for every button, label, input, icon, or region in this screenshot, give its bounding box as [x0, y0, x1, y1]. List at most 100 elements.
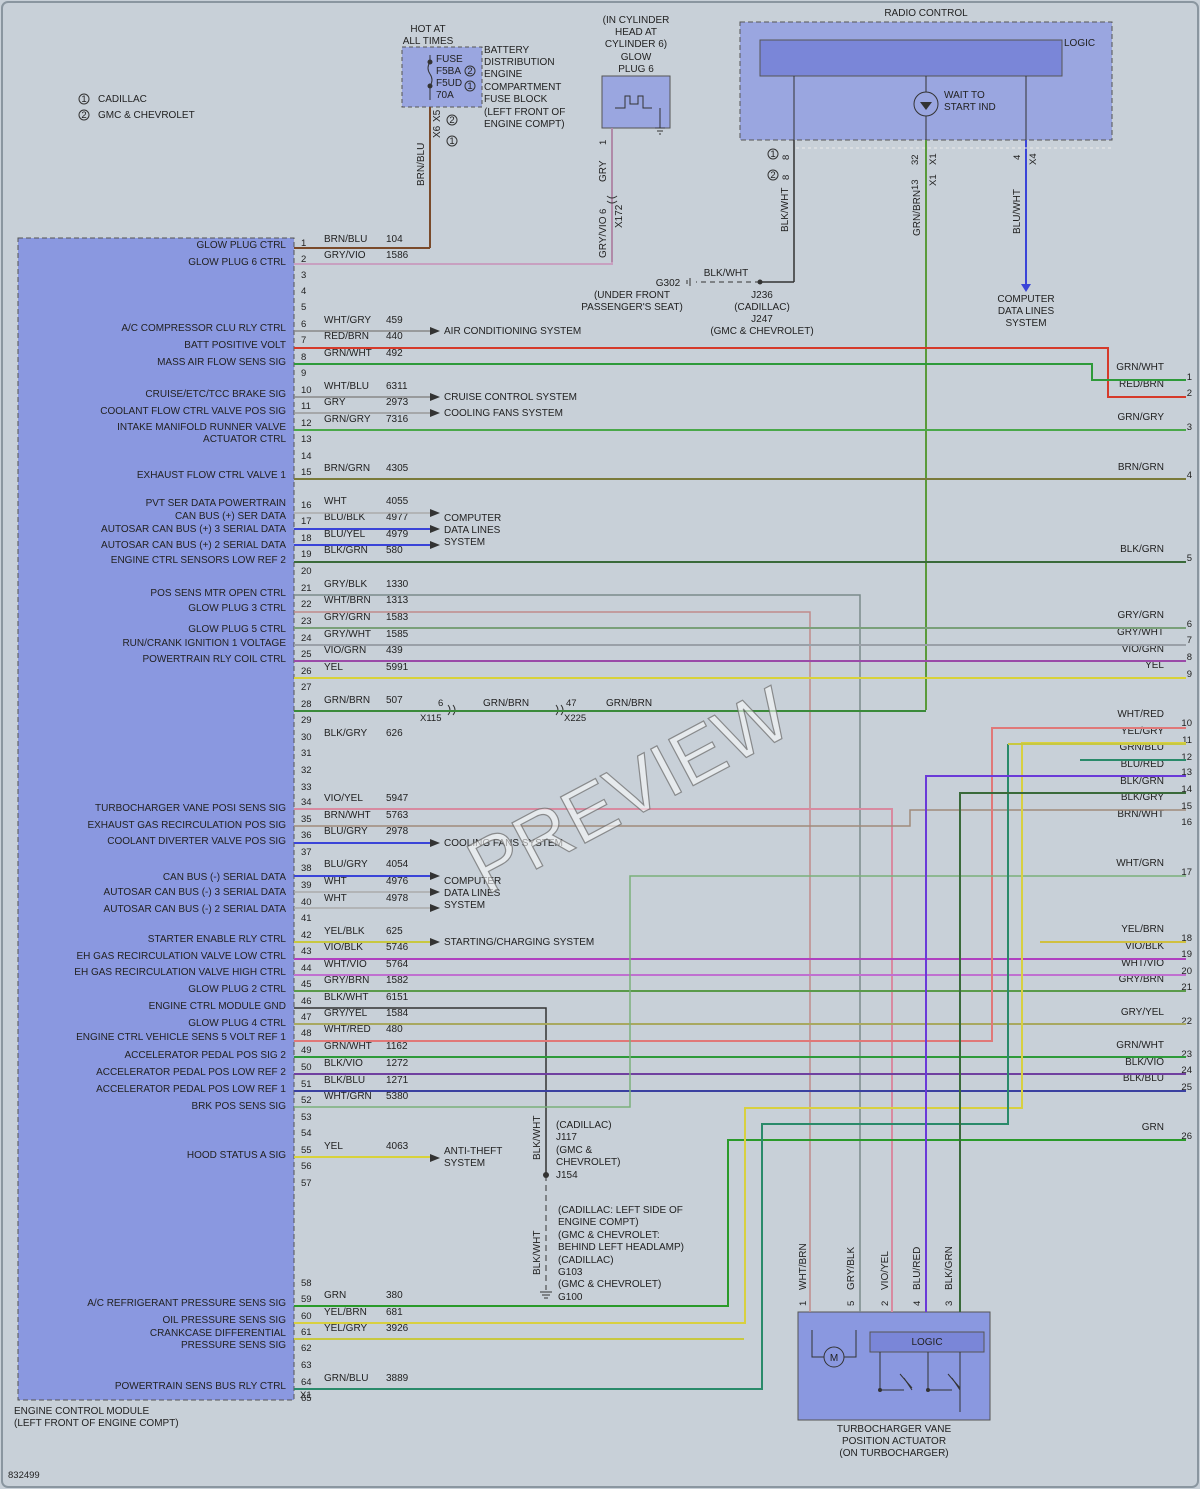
ecm-title-2: (LEFT FRONT OF ENGINE COMPT): [14, 1418, 179, 1429]
pin-circuit: 5947: [386, 793, 409, 804]
pin-number: 10: [301, 385, 312, 396]
g302-label-2: (UNDER FRONT: [594, 290, 670, 301]
pin-label: PVT SER DATA POWERTRAIN: [146, 498, 286, 509]
pin-label: COOLANT FLOW CTRL VALVE POS SIG: [100, 406, 286, 417]
pin-number: 42: [301, 930, 312, 941]
pin-wire-color: BLK/BLU: [324, 1075, 365, 1086]
pin-wire-color: WHT/VIO: [324, 959, 367, 970]
j117-wire: BLK/WHT: [532, 1116, 543, 1160]
pin-wire-color: WHT: [324, 876, 347, 887]
right-wire-label: GRY/BRN: [1119, 974, 1164, 985]
right-wire-num: 20: [1181, 966, 1192, 977]
right-wire-num: 22: [1181, 1016, 1192, 1027]
fuse-wire-label: BRN/BLU: [416, 143, 427, 186]
right-wire-label: WHT/RED: [1117, 709, 1164, 720]
pin-wire-color: WHT/RED: [324, 1024, 371, 1035]
pin-circuit: 5763: [386, 810, 409, 821]
pin-label: RUN/CRANK IGNITION 1 VOLTAGE: [122, 638, 286, 649]
g103-l6: G103: [558, 1267, 583, 1278]
ecm-pin-14: 14: [301, 451, 312, 462]
pin-label: A/C REFRIGERANT PRESSURE SENS SIG: [87, 1298, 286, 1309]
pin-number: 64: [301, 1377, 312, 1388]
pin-circuit: 626: [386, 728, 403, 739]
pin-number: 55: [301, 1145, 312, 1156]
pin-circuit: 7316: [386, 414, 409, 425]
radio-wire-bluwht: BLU/WHT: [1012, 189, 1023, 234]
right-wire-num: 14: [1181, 784, 1192, 795]
ground-g302: BLK/WHT G302 (UNDER FRONT PASSENGER'S SE…: [581, 268, 813, 337]
pin-wire-color: WHT: [324, 893, 347, 904]
pin-label: CRANKCASE DIFFERENTIAL: [150, 1328, 287, 1339]
pin-number: 27: [301, 682, 312, 693]
right-wire-num: 18: [1181, 933, 1192, 944]
pin-circuit: 2973: [386, 397, 409, 408]
pin-label: POS SENS MTR OPEN CTRL: [150, 588, 286, 599]
right-wire-label: RED/BRN: [1119, 379, 1164, 390]
pin-number: 14: [301, 451, 312, 462]
pin-circuit: 459: [386, 315, 403, 326]
right-wire-num: 4: [1187, 470, 1192, 481]
pin-number: 8: [301, 352, 306, 363]
pin-wire-color: GRY/VIO: [324, 250, 366, 261]
fuse-circ-2: 2: [467, 66, 472, 77]
pin-label: ACCELERATOR PEDAL POS LOW REF 2: [96, 1067, 286, 1078]
pin-number: 7: [301, 335, 306, 346]
fuse-desc-1: BATTERY: [484, 45, 530, 56]
pin-number: 1: [301, 238, 306, 249]
pin-circuit: 625: [386, 926, 403, 937]
ecm-pin-13: 13: [301, 434, 312, 445]
right-wire-num: 19: [1181, 949, 1192, 960]
ecm-conn: X1: [300, 1390, 312, 1401]
sys-comp2-3: SYSTEM: [444, 900, 485, 911]
pin-wire-color: GRY/WHT: [324, 629, 371, 640]
turbo-wire-label: VIO/YEL: [880, 1251, 891, 1290]
sys-comp1-1: COMPUTER: [444, 513, 501, 524]
pin-label: EH GAS RECIRCULATION VALVE HIGH CTRL: [74, 967, 286, 978]
j117-l2: J117: [556, 1132, 577, 1143]
fuse-line-1: FUSE: [436, 54, 463, 65]
pin-circuit: 4305: [386, 463, 409, 474]
pin-number: 43: [301, 946, 312, 957]
pin-number: 51: [301, 1079, 312, 1090]
fuse-desc-3: ENGINE: [484, 69, 523, 80]
pin-circuit: 3889: [386, 1373, 409, 1384]
glow-plug-6: (IN CYLINDER HEAD AT CYLINDER 6) GLOW PL…: [598, 15, 671, 262]
pin-circuit: 4977: [386, 512, 409, 523]
turbo-pin-num: 4: [912, 1301, 923, 1306]
pin-wire-color: BRN/GRN: [324, 463, 370, 474]
fuse-desc-4: COMPARTMENT: [484, 82, 561, 93]
pin-wire-color: YEL/GRY: [324, 1323, 367, 1334]
fuse-conn-x6: X6: [432, 125, 443, 138]
radio-pin-32: 32: [910, 154, 921, 165]
pin-wire-color: GRY: [324, 397, 346, 408]
turbo-logic: LOGIC: [911, 1337, 942, 1348]
fuse-conn-x5: X5: [432, 109, 443, 122]
glow-conn: X172: [614, 204, 625, 228]
right-wire-label: GRY/YEL: [1121, 1007, 1165, 1018]
pin-label: HOOD STATUS A SIG: [187, 1150, 286, 1161]
pin-wire-color: GRN: [324, 1290, 346, 1301]
radio-pin-13: 13: [910, 179, 921, 190]
pin-wire-color: VIO/GRN: [324, 645, 366, 656]
wire-vio-yel: [294, 808, 893, 1312]
fuse-conn-circ-2: 2: [449, 115, 454, 126]
pin-wire-color: BRN/BLU: [324, 234, 367, 245]
pin-label: ENGINE CTRL VEHICLE SENS 5 VOLT REF 1: [76, 1032, 286, 1043]
pin-number: 38: [301, 863, 312, 874]
ecm-pin-57: 57: [301, 1178, 312, 1189]
pin-circuit: 1330: [386, 579, 409, 590]
glow-desc-5: PLUG 6: [618, 64, 654, 75]
radio-title: RADIO CONTROL: [884, 8, 968, 19]
pin-number: 9: [301, 368, 306, 379]
right-wire-num: 2: [1187, 388, 1192, 399]
wire-grn-blu: [294, 744, 1009, 1390]
turbo-title-1: TURBOCHARGER VANE: [837, 1424, 952, 1435]
pin-label: TURBOCHARGER VANE POSI SENS SIG: [95, 803, 286, 814]
